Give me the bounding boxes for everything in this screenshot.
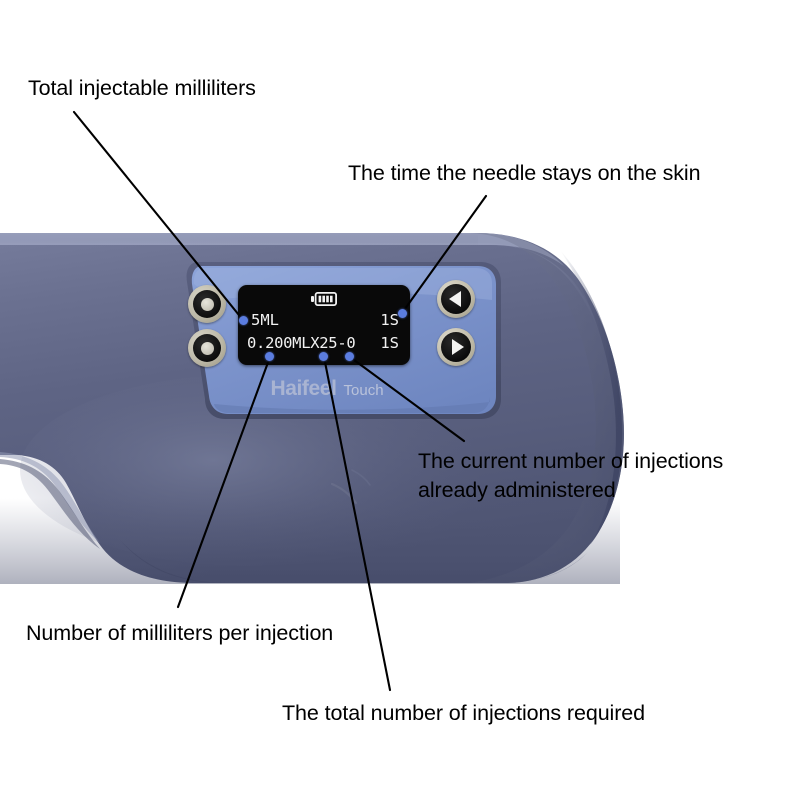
display-row-dose: 0.200MLX25-0 1S xyxy=(238,334,410,356)
leader-line-total-injections-required xyxy=(322,355,392,692)
circle-button-icon xyxy=(193,290,221,318)
next-button[interactable] xyxy=(437,328,475,366)
anchor-dot-milliliters-per-injection xyxy=(265,352,274,361)
leader-line-current-injections xyxy=(348,355,466,443)
mode-button[interactable] xyxy=(188,329,226,367)
display-row-volume: 5ML 1S xyxy=(238,311,410,333)
brand-logo: Haifeel Touch xyxy=(237,377,417,403)
dose-and-count-value: 0.200MLX25-0 xyxy=(247,334,356,352)
callout-current-injections-line1: The current number of injections xyxy=(418,449,724,473)
brand-name: Haifeel xyxy=(270,377,337,400)
triangle-left-icon xyxy=(441,284,471,314)
anchor-dot-total-injectable-milliliters xyxy=(239,316,248,325)
anchor-dot-current-injections xyxy=(345,352,354,361)
previous-button[interactable] xyxy=(437,280,475,318)
anchor-dot-needle-dwell-time xyxy=(398,309,407,318)
total-volume-value: 5ML xyxy=(251,311,279,329)
leader-line-total-injectable-milliliters xyxy=(72,110,245,322)
battery-full-icon xyxy=(311,291,337,311)
anchor-dot-total-injections-required xyxy=(319,352,328,361)
callout-milliliters-per-injection: Number of milliliters per injection xyxy=(26,621,334,645)
triangle-right-icon xyxy=(441,332,471,362)
interval-value: 1S xyxy=(380,334,399,352)
brand-sub-name: Touch xyxy=(343,382,384,399)
callout-needle-dwell-time: The time the needle stays on the skin xyxy=(348,161,701,185)
callout-total-injections-required: The total number of injections required xyxy=(282,701,645,725)
device-display: 5ML 1S 0.200MLX25-0 1S xyxy=(238,285,410,365)
power-button[interactable] xyxy=(188,285,226,323)
callout-current-injections-line2: already administered xyxy=(418,478,616,502)
leader-line-needle-dwell-time xyxy=(400,194,488,315)
callout-total-injectable-milliliters: Total injectable milliliters xyxy=(28,76,256,100)
leader-line-milliliters-per-injection xyxy=(176,355,272,609)
circle-button-icon xyxy=(193,334,221,362)
callout-current-injections: The current number of injections already … xyxy=(418,447,723,505)
needle-dwell-value: 1S xyxy=(380,311,399,329)
